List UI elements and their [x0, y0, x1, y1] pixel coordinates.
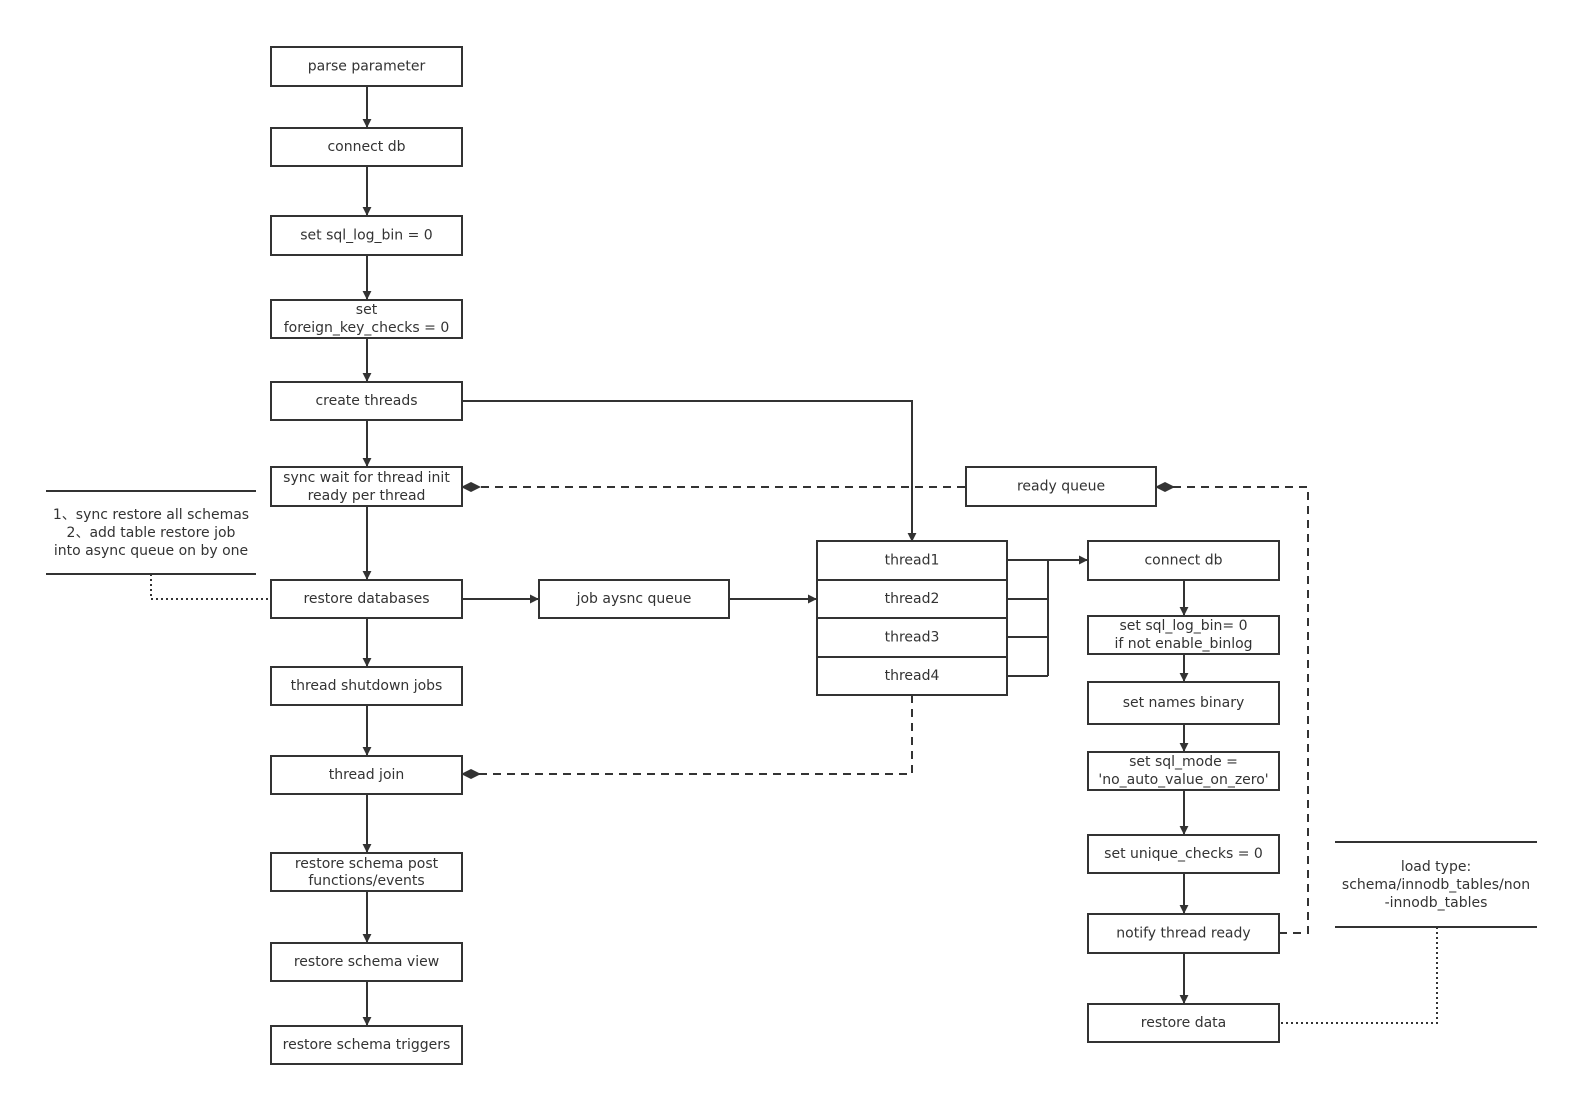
node-label: thread3	[885, 630, 940, 646]
node-label: job aysnc queue	[576, 591, 692, 607]
node-label-line-1: set	[356, 302, 378, 318]
node-label: thread2	[885, 591, 940, 607]
node-label-line-1: restore schema post	[295, 856, 439, 872]
node-label: thread join	[329, 767, 405, 783]
node-create-threads: create threads	[270, 381, 463, 421]
node-thread-shutdown-jobs: thread shutdown jobs	[270, 666, 463, 706]
node-label: thread1	[885, 553, 940, 569]
node-label-line-2: if not enable_binlog	[1114, 636, 1252, 652]
node-label: ready queue	[1017, 479, 1105, 495]
node-label-line-1: set sql_mode =	[1129, 754, 1238, 770]
arrow-create-threads-to-thread1	[462, 400, 917, 542]
node-set-sql-log-bin: set sql_log_bin = 0	[270, 215, 463, 256]
node-label-line-2: 'no_auto_value_on_zero'	[1098, 772, 1268, 788]
node-label-line-2: foreign_key_checks = 0	[284, 320, 450, 336]
node-label: connect db	[1144, 553, 1222, 569]
node-restore-data: restore data	[1087, 1003, 1280, 1043]
note-line-1: 1、sync restore all schemas	[53, 507, 249, 523]
note-load-type: load type: schema/innodb_tables/non -inn…	[1335, 841, 1537, 928]
node-label: create threads	[315, 393, 417, 409]
node-restore-schema-post: restore schema post functions/events	[270, 852, 463, 892]
node-label: restore databases	[303, 591, 429, 607]
connectors	[150, 86, 1438, 1026]
node-label-line-1: set sql_log_bin= 0	[1120, 618, 1248, 634]
node-set-unique-checks: set unique_checks = 0	[1087, 834, 1280, 874]
note-line-1: load type:	[1401, 859, 1471, 875]
node-label: set names binary	[1123, 695, 1245, 711]
node-label: restore schema triggers	[283, 1037, 451, 1053]
note-line-3: into async queue on by one	[54, 543, 248, 559]
node-thread-connect-db: connect db	[1087, 540, 1280, 581]
node-label: thread shutdown jobs	[291, 678, 443, 694]
node-restore-schema-triggers: restore schema triggers	[270, 1025, 463, 1065]
node-label: set unique_checks = 0	[1104, 846, 1263, 862]
node-connect-db: connect db	[270, 127, 463, 167]
node-label: set sql_log_bin = 0	[300, 228, 432, 244]
note-line-2: 2、add table restore job	[67, 525, 236, 541]
node-set-sql-mode: set sql_mode = 'no_auto_value_on_zero'	[1087, 751, 1280, 791]
node-thread2: thread2	[816, 579, 1008, 619]
node-restore-databases: restore databases	[270, 579, 463, 619]
node-sync-wait: sync wait for thread init ready per thre…	[270, 466, 463, 507]
node-label: connect db	[327, 139, 405, 155]
node-set-foreign-key-checks: set foreign_key_checks = 0	[270, 299, 463, 339]
node-set-names-binary: set names binary	[1087, 681, 1280, 725]
node-thread4: thread4	[816, 656, 1008, 696]
thread-pool: thread1 thread2 thread3 thread4	[816, 540, 1008, 696]
dotted-load-type-to-restore-data	[1279, 927, 1438, 1024]
node-job-async-queue: job aysnc queue	[538, 579, 730, 619]
note-line-3: -innodb_tables	[1385, 895, 1488, 911]
node-label-line-2: ready per thread	[308, 488, 426, 504]
note-restore-steps: 1、sync restore all schemas 2、add table r…	[46, 490, 256, 575]
node-thread-join: thread join	[270, 755, 463, 795]
node-thread1: thread1	[816, 540, 1008, 581]
node-label-line-1: sync wait for thread init	[283, 470, 450, 486]
node-label: restore schema view	[294, 954, 439, 970]
node-restore-schema-view: restore schema view	[270, 942, 463, 982]
dashed-notify-to-ready-queue	[1155, 482, 1309, 934]
node-label: thread4	[885, 668, 940, 684]
dotted-note-to-restore-db	[150, 574, 271, 600]
node-label-line-2: functions/events	[308, 873, 424, 889]
note-line-2: schema/innodb_tables/non	[1342, 877, 1530, 893]
node-label: notify thread ready	[1116, 926, 1250, 942]
node-notify-thread-ready: notify thread ready	[1087, 913, 1280, 954]
dashed-thread4-to-thread-join	[461, 695, 913, 779]
node-label: restore data	[1141, 1015, 1226, 1031]
node-label: parse parameter	[308, 59, 426, 75]
node-thread-set-sql-log-bin: set sql_log_bin= 0 if not enable_binlog	[1087, 615, 1280, 655]
node-thread3: thread3	[816, 617, 1008, 658]
node-ready-queue: ready queue	[965, 466, 1157, 507]
node-parse-parameter: parse parameter	[270, 46, 463, 87]
